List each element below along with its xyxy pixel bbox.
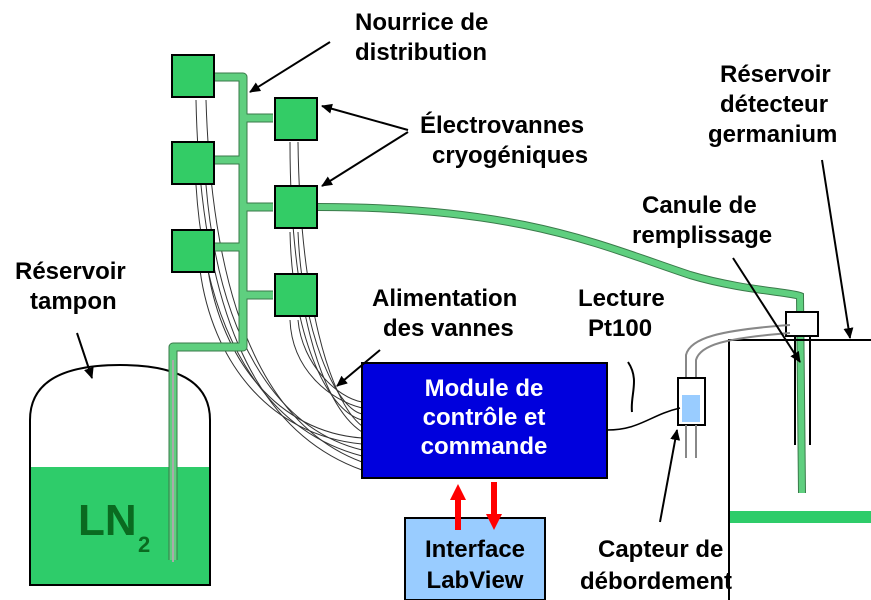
module-label-2: contrôle et xyxy=(423,404,546,431)
labview-interface: Interface LabView xyxy=(404,517,546,600)
label-lecture-2: Pt100 xyxy=(588,315,652,342)
label-alimentation-1: Alimentation xyxy=(372,285,517,312)
arrow-alimentation xyxy=(336,349,381,387)
label-tampon-2: tampon xyxy=(30,288,117,315)
control-module: Module de contrôle et commande xyxy=(361,362,608,479)
manifold-pipes xyxy=(168,72,273,562)
arrow-tampon xyxy=(76,332,94,379)
label-reservoir-det-3: germanium xyxy=(708,121,837,148)
valve-right-1 xyxy=(274,97,318,141)
valve-left-1 xyxy=(171,54,215,98)
module-label-1: Module de xyxy=(425,375,544,402)
label-capteur-2: débordement xyxy=(580,568,732,595)
ln2-subscript: 2 xyxy=(138,532,150,557)
interface-label-1: Interface xyxy=(425,536,525,563)
valve-right-3 xyxy=(274,273,318,317)
module-label-3: commande xyxy=(421,433,548,460)
label-electrovannes-1: Électrovannes xyxy=(420,111,584,139)
buffer-liquid xyxy=(31,467,209,584)
label-nourrice-1: Nourrice de xyxy=(355,9,488,36)
arrow-nourrice xyxy=(249,41,331,93)
arrow-canule xyxy=(732,257,801,363)
arrow-valve-1 xyxy=(321,103,409,131)
label-nourrice-2: distribution xyxy=(355,39,487,66)
pt100-wire xyxy=(606,407,681,431)
label-reservoir-det-2: détecteur xyxy=(720,91,828,118)
overflow-sensor-liquid xyxy=(682,395,700,422)
overflow-sensor xyxy=(677,324,791,458)
label-alimentation-2: des vannes xyxy=(383,315,514,342)
text-labels: Nourrice de distribution Électrovannes c… xyxy=(15,9,837,595)
fill-line-pipe xyxy=(317,203,806,494)
label-reservoir-det-1: Réservoir xyxy=(720,61,831,88)
label-canule-2: remplissage xyxy=(632,222,772,249)
interface-label-2: LabView xyxy=(427,567,524,594)
label-electrovannes-2: cryogéniques xyxy=(432,142,588,169)
detector-liquid xyxy=(730,511,871,523)
label-lecture-1: Lecture xyxy=(578,285,665,312)
valve-left-3 xyxy=(171,229,215,273)
arrow-capteur xyxy=(659,429,681,523)
canule-cap xyxy=(785,311,819,337)
label-canule-1: Canule de xyxy=(642,192,757,219)
comm-arrows xyxy=(450,482,502,530)
arrow-pt100 xyxy=(627,361,636,413)
buffer-reservoir: LN 2 xyxy=(29,363,211,586)
arrow-reservoir-det xyxy=(821,159,854,339)
ln2-label: LN xyxy=(78,496,137,545)
arrow-valve-2 xyxy=(321,131,409,187)
label-capteur-1: Capteur de xyxy=(598,536,723,563)
annotation-arrows xyxy=(76,41,854,523)
label-tampon-1: Réservoir xyxy=(15,258,126,285)
valves xyxy=(171,54,318,317)
valve-right-2 xyxy=(274,185,318,229)
valve-left-2 xyxy=(171,141,215,185)
